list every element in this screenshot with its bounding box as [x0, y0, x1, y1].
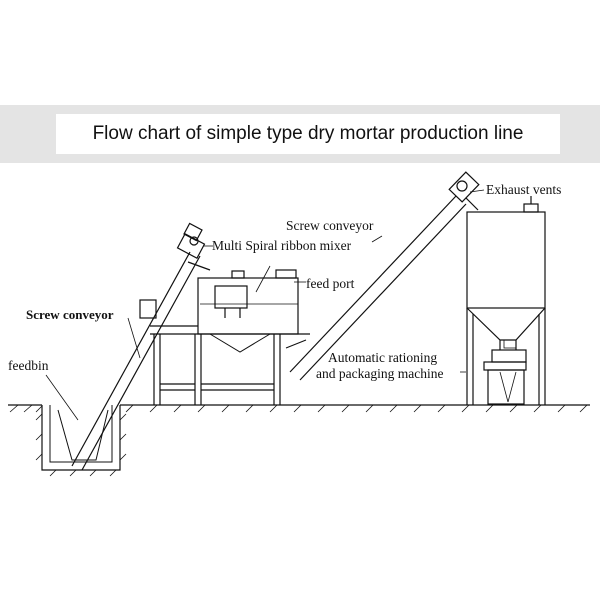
ground	[8, 404, 590, 413]
diagram-title: Flow chart of simple type dry mortar pro…	[92, 123, 524, 144]
feedbin-pit	[35, 405, 127, 477]
label-exhaust-vents: Exhaust vents	[486, 182, 562, 197]
label-screw-conveyor-left: Screw conveyor	[26, 307, 114, 322]
label-feed-port: feed port	[306, 276, 355, 291]
ribbon-mixer	[139, 269, 310, 405]
label-mixer: Multi Spiral ribbon mixer	[212, 238, 352, 253]
silo	[466, 196, 546, 405]
label-packaging-line1: Automatic rationing	[328, 350, 438, 365]
right-screw-conveyor	[289, 171, 480, 381]
label-packaging-line2: and packaging machine	[316, 366, 444, 381]
left-screw-conveyor	[71, 222, 211, 471]
title-box: Flow chart of simple type dry mortar pro…	[56, 114, 560, 154]
leader-lines	[45, 189, 485, 421]
label-screw-conveyor-right: Screw conveyor	[286, 218, 374, 233]
label-feedbin: feedbin	[8, 358, 49, 373]
